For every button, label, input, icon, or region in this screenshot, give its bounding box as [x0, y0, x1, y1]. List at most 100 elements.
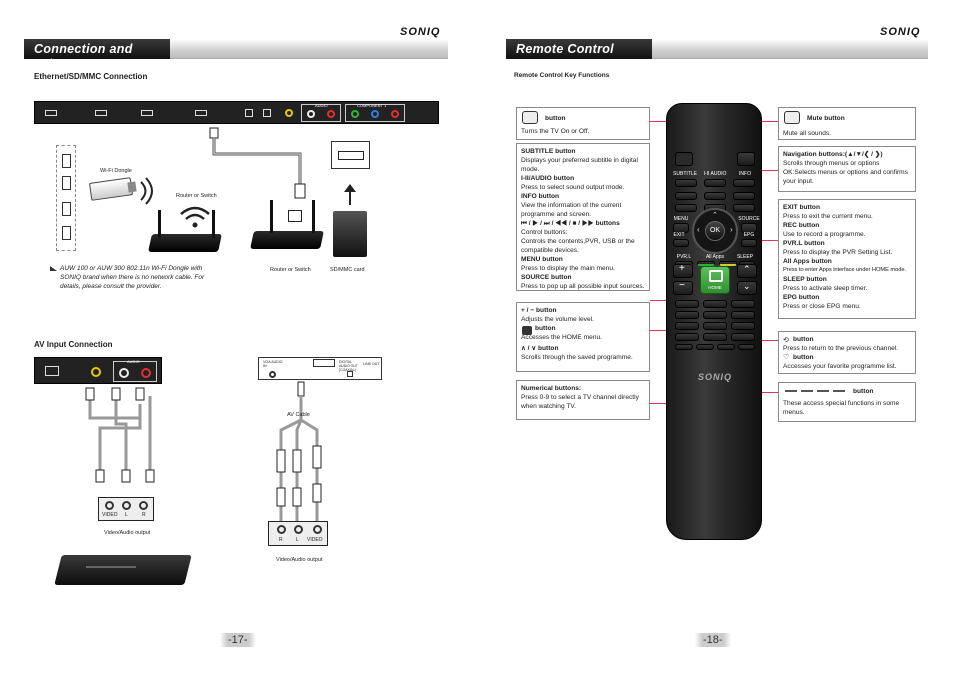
subtitle-button[interactable] — [675, 179, 697, 187]
wifi-waves-icon — [180, 206, 210, 228]
device-jack-label: L — [296, 537, 299, 543]
color-box-title: button — [853, 388, 874, 395]
digit-2-button[interactable] — [703, 300, 727, 308]
navigation-box: Navigation buttons:(▲/▼/❮ / ❯) Scrolls t… — [778, 146, 916, 192]
home-house-icon — [709, 270, 723, 282]
play-button[interactable] — [704, 192, 726, 200]
usb-port — [62, 154, 71, 168]
epg-title: EPG button — [783, 294, 820, 301]
device-jack-panel-1: VIDEO L R — [98, 497, 154, 521]
nav-ring[interactable]: ⌃ ‹ › OK — [692, 208, 738, 254]
fastforward-button[interactable] — [733, 204, 755, 212]
leader-line — [746, 240, 778, 241]
sleep-desc: Press to activate sleep timer. — [783, 285, 868, 292]
return-button[interactable] — [675, 333, 699, 341]
digit-9-button[interactable] — [731, 322, 755, 330]
pvrl-title: PVR.L button — [783, 240, 825, 247]
wifi-dongle-label: Wi-Fi Dongle — [100, 168, 132, 174]
digit-7-button[interactable] — [675, 322, 699, 330]
usb-port — [45, 110, 57, 116]
chevron-up-icon: ⌃ — [743, 264, 751, 274]
favorite-button[interactable] — [731, 333, 755, 341]
device-jack-label: L — [125, 512, 128, 518]
channel-down-button[interactable] — [737, 281, 757, 295]
prev-button[interactable] — [675, 192, 697, 200]
digit-0-button[interactable] — [703, 333, 727, 341]
wifi-dongle-image — [88, 177, 134, 201]
device-l-jack — [294, 525, 303, 534]
dvd-player-slot — [86, 566, 136, 568]
audio-group-box — [113, 361, 157, 382]
nav-desc1: Scrolls through menus or options — [783, 160, 880, 167]
digit-1-button[interactable] — [675, 300, 699, 308]
nav-desc2: OK:Selects menus or options and confirms… — [783, 169, 908, 185]
device-video-jack — [313, 525, 322, 534]
nav-up-icon: ⌃ — [712, 212, 718, 219]
section-av-title: AV Input Connection — [34, 340, 113, 349]
info-desc: View the information of the current prog… — [521, 202, 622, 218]
mute-icon — [784, 111, 800, 124]
device-jack-panel-2: R L VIDEO — [268, 521, 328, 546]
color-green-button[interactable] — [697, 261, 715, 266]
color-key-button[interactable] — [675, 344, 693, 350]
home-button[interactable]: HOME — [700, 266, 730, 294]
digit-6-button[interactable] — [731, 311, 755, 319]
power-box-desc: Turns the TV On or Off. — [521, 128, 590, 135]
audio-group-box — [301, 104, 341, 122]
mute-box-title: Mute button — [807, 115, 845, 122]
minus-icon: − — [679, 280, 685, 291]
remote-audio-label: I-II AUDIO — [703, 171, 727, 177]
av-cable-right — [276, 381, 322, 522]
menu-title: MENU button — [521, 256, 563, 263]
video-jack — [91, 367, 101, 377]
hdmi-port — [62, 226, 71, 240]
volume-up-button[interactable] — [673, 264, 693, 278]
source-button[interactable] — [741, 223, 757, 233]
sdcard-label: SD/MMC card — [330, 267, 365, 273]
leader-line — [650, 330, 680, 331]
ch-title: ∧ / ∨ button — [521, 345, 559, 352]
power-button[interactable] — [675, 152, 693, 166]
color-key-button[interactable] — [696, 344, 714, 350]
home-desc: Accesses the HOME menu. — [521, 334, 602, 341]
router-antenna — [270, 200, 273, 233]
audio-button[interactable] — [704, 179, 726, 187]
menu-button[interactable] — [673, 223, 689, 233]
sd-insert-arrow-icon — [349, 187, 351, 205]
digit-8-button[interactable] — [703, 322, 727, 330]
sd-insert-arrowhead — [344, 184, 356, 192]
return-title: button — [793, 336, 814, 343]
exit-button[interactable] — [673, 239, 689, 247]
device-jack-label: R — [142, 512, 146, 518]
digit-3-button[interactable] — [731, 300, 755, 308]
info-button[interactable] — [733, 179, 755, 187]
section-ethernet-title: Ethernet/SD/MMC Connection — [34, 72, 148, 81]
color-yellow-button[interactable] — [719, 261, 737, 266]
channel-up-button[interactable] — [737, 264, 757, 278]
color-key-button[interactable] — [738, 344, 755, 350]
leader-line — [760, 340, 778, 341]
rewind-button[interactable] — [675, 204, 697, 212]
right-functions-box: EXIT button Press to exit the current me… — [778, 199, 916, 319]
leader-line — [650, 403, 668, 404]
media-title: ⏮ / ▶ / ⏭ / ◀◀ / ■ / ▶▶ buttons — [521, 220, 620, 227]
source-desc: Press to pop up all possible input sourc… — [521, 283, 645, 290]
digit-5-button[interactable] — [703, 311, 727, 319]
ethernet-jack-icon — [288, 210, 302, 222]
return-icon: ⟲ — [783, 337, 789, 344]
digit-4-button[interactable] — [675, 311, 699, 319]
wifi-note-text: AUW 100 or AUW 300 802.11n Wi-Fi Dongle … — [60, 265, 205, 290]
router-antenna — [312, 200, 315, 233]
color-key-button[interactable] — [717, 344, 735, 350]
next-button[interactable] — [733, 192, 755, 200]
device-r-jack — [277, 525, 286, 534]
ok-button[interactable]: OK — [705, 221, 725, 241]
mute-button[interactable] — [737, 152, 755, 166]
epg-button[interactable] — [741, 239, 757, 247]
remote-apps-label: All Apps — [705, 254, 725, 260]
sleep-title: SLEEP button — [783, 276, 827, 283]
volume-down-button[interactable] — [673, 281, 693, 295]
note-icon — [50, 266, 57, 271]
hdmi-port — [195, 110, 207, 116]
tv-back-panel: AUDIO COMPONENT 1 — [34, 101, 439, 124]
